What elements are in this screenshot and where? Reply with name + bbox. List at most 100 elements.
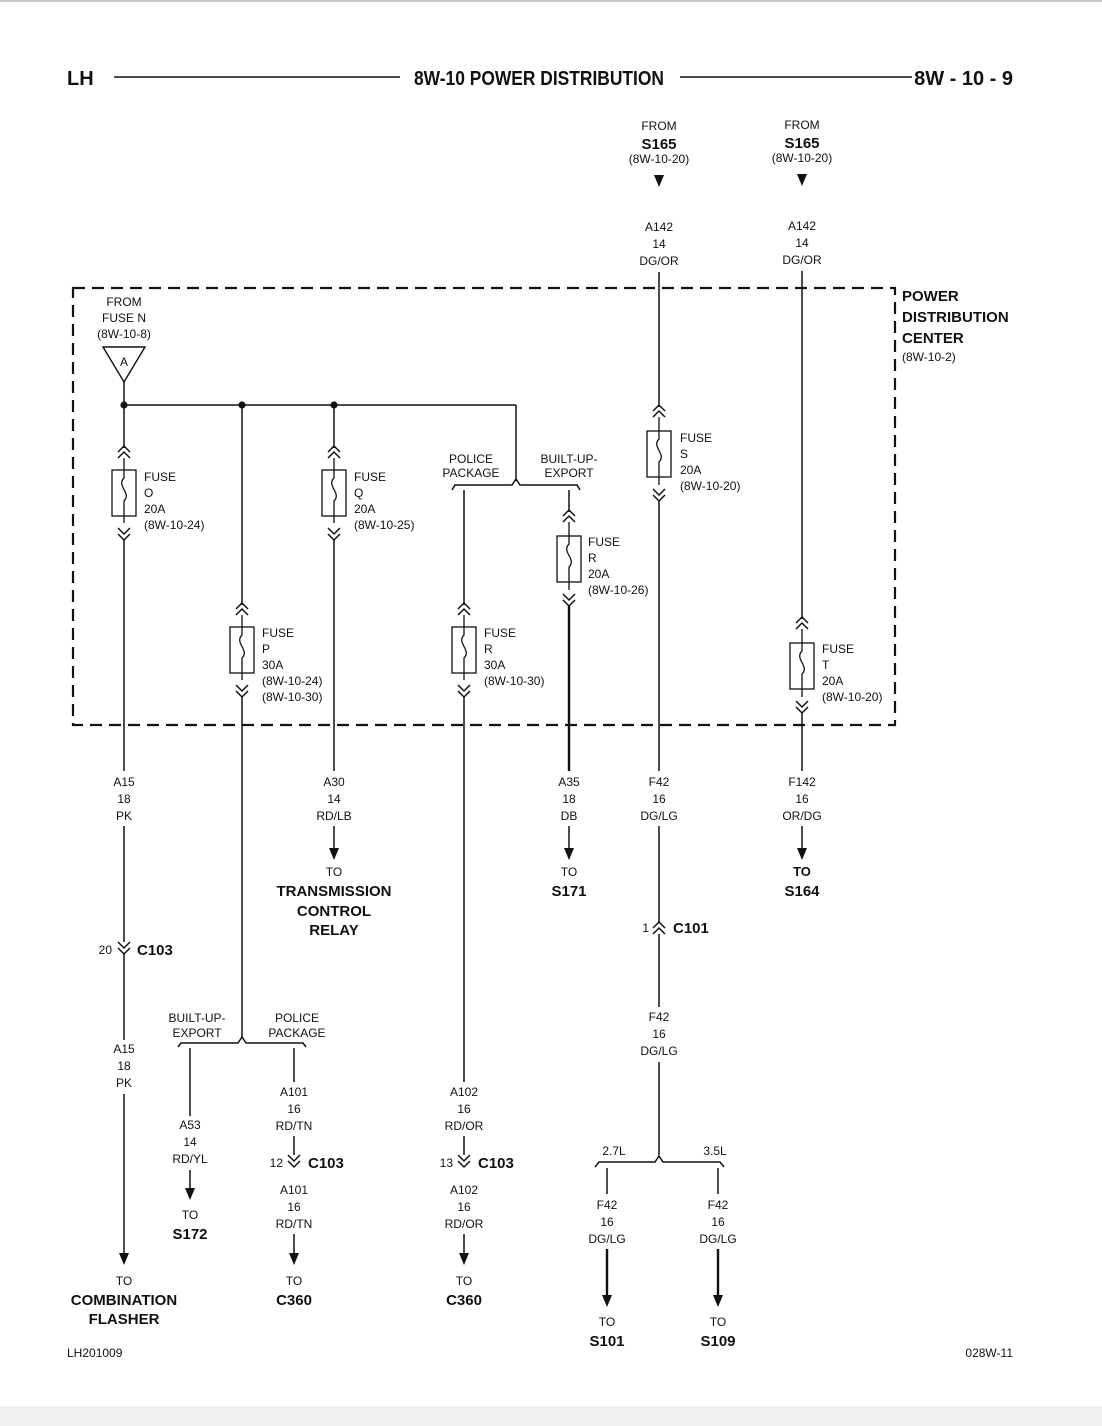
page-number: 8W - 10 - 9 (914, 68, 1013, 90)
arrow-down-icon (119, 1253, 129, 1265)
connector-c103-mark (457, 1154, 471, 1169)
arrow-down-icon (289, 1253, 299, 1265)
fuse-o: FUSE O 20A (8W-10-24) (111, 444, 204, 542)
fuse-q-line-1: FUSE (354, 470, 386, 484)
wire-label: PK (116, 809, 132, 823)
connector-a-label: A (120, 355, 128, 369)
fuse-q: FUSE Q 20A (8W-10-25) (321, 444, 414, 542)
wire-label: A15 (113, 1042, 135, 1056)
terminal-mark (327, 444, 341, 459)
page-header: LH 8W-10 POWER DISTRIBUTION 8W - 10 - 9 (67, 68, 1013, 90)
arrow-down-icon (185, 1188, 195, 1200)
wire-label-a15-top: A15 18 PK (113, 775, 135, 823)
option-bottom-police-line-2: PACKAGE (268, 1026, 325, 1040)
wire-label: 18 (117, 1059, 131, 1073)
footer-right: 028W-11 (965, 1346, 1013, 1360)
dest-s164-to: TO (793, 864, 811, 879)
wire-label: A101 (280, 1085, 308, 1099)
terminal-mark (235, 601, 249, 616)
wire-label: A101 (280, 1183, 308, 1197)
terminal-mark (457, 684, 471, 699)
wire-label: DB (561, 809, 578, 823)
terminal-mark (117, 444, 131, 459)
wire-label: 16 (600, 1215, 614, 1229)
option-bottom-export-line-2: EXPORT (172, 1026, 222, 1040)
dest-s109-name: S109 (700, 1333, 735, 1350)
wire-label: 16 (652, 1027, 666, 1041)
pdc-label-line-2: DISTRIBUTION (902, 309, 1009, 326)
fuse-r30-line-1: FUSE (484, 626, 516, 640)
option-export-line-2: EXPORT (544, 466, 594, 480)
fuse-q-line-2: Q (354, 486, 363, 500)
arrow-down-icon (797, 848, 807, 860)
wire-label-f142: F142 16 OR/DG (782, 775, 821, 823)
source-from: FROM (106, 295, 141, 309)
wire-label-a102-bottom: A102 16 RD/OR (445, 1183, 484, 1231)
option-bottom-export-line-1: BUILT-UP- (168, 1011, 225, 1025)
source-fuse-n: FROM FUSE N (8W-10-8) A (97, 295, 151, 384)
terminal-mark (795, 700, 809, 715)
option-export-line-1: BUILT-UP- (540, 452, 597, 466)
wire-label: A35 (558, 775, 580, 789)
fuse-r20-element (566, 522, 572, 590)
dest-s109-to: TO (710, 1315, 726, 1329)
wire-label: 14 (652, 237, 666, 251)
fuse-t-line-2: T (822, 658, 830, 672)
fuse-p-line-1: FUSE (262, 626, 294, 640)
arrow-down-icon (329, 848, 339, 860)
terminal-mark (457, 601, 471, 616)
fuse-r30-element (461, 615, 467, 680)
dest-flasher-line-1: COMBINATION (71, 1292, 177, 1309)
fuse-s-element (656, 417, 662, 485)
wire-label: RD/TN (276, 1119, 313, 1133)
wire-label: 18 (562, 792, 576, 806)
fuse-r20-line-3: 20A (588, 567, 609, 581)
source-s165-right: FROM S165 (8W-10-20) A142 14 DG/OR (772, 118, 832, 267)
fuse-q-line-3: 20A (354, 502, 375, 516)
arrow-down-icon (459, 1253, 469, 1265)
engine-split-left: 2.7L (602, 1144, 626, 1158)
wire-label: 16 (457, 1200, 471, 1214)
dest-c360b-to: TO (456, 1274, 472, 1288)
wire-label-a30: A30 14 RD/LB (316, 775, 351, 823)
s165-right-name: S165 (784, 135, 819, 152)
fuse-t-line-3: 20A (822, 674, 843, 688)
pdc-boundary (71, 286, 897, 727)
c103-a15-name: C103 (137, 942, 173, 959)
fuse-t: FUSE T 20A (8W-10-20) (789, 615, 882, 715)
pdc-ref: (8W-10-2) (902, 350, 956, 364)
wire-label: 14 (795, 236, 809, 250)
wire-label: A102 (450, 1183, 478, 1197)
wire-label: F142 (788, 775, 816, 789)
wire-label: 16 (287, 1200, 301, 1214)
wire-label: OR/DG (782, 809, 821, 823)
fuse-r-30a: FUSE R 30A (8W-10-30) (451, 601, 544, 699)
dest-s171-name: S171 (551, 883, 586, 900)
dest-s101-to: TO (599, 1315, 615, 1329)
wire-label: 16 (287, 1102, 301, 1116)
source-name: FUSE N (102, 311, 146, 325)
wire-label: 14 (327, 792, 341, 806)
dest-c360b-name: C360 (446, 1292, 482, 1309)
c101-name: C101 (673, 920, 709, 937)
wire-label-f42-mid: F42 16 DG/LG (640, 1010, 677, 1058)
bottom-band (0, 1406, 1102, 1426)
fuse-r20-line-1: FUSE (588, 535, 620, 549)
footer-left: LH201009 (67, 1346, 123, 1360)
s165-right-ref: (8W-10-20) (772, 151, 832, 165)
fuse-q-element (331, 458, 337, 523)
fuse-p-element (239, 615, 245, 680)
wire-label-a53: A53 14 RD/YL (172, 1118, 208, 1166)
fuse-p: FUSE P 30A (8W-10-24) (8W-10-30) (229, 601, 322, 704)
wire-label: RD/OR (445, 1217, 484, 1231)
option-police-line-2: PACKAGE (442, 466, 499, 480)
arrow-down-icon (564, 848, 574, 860)
connector-c103-mark (117, 941, 131, 956)
dest-c360a-to: TO (286, 1274, 302, 1288)
wire-label-a101-bottom: A101 16 RD/TN (276, 1183, 313, 1231)
wire-label-a102-top: A102 16 RD/OR (445, 1085, 484, 1133)
connector-c103-mark (287, 1154, 301, 1169)
fuse-s: FUSE S 20A (8W-10-20) (646, 403, 740, 503)
c103-a101-name: C103 (308, 1155, 344, 1172)
dest-s101-name: S101 (589, 1333, 624, 1350)
